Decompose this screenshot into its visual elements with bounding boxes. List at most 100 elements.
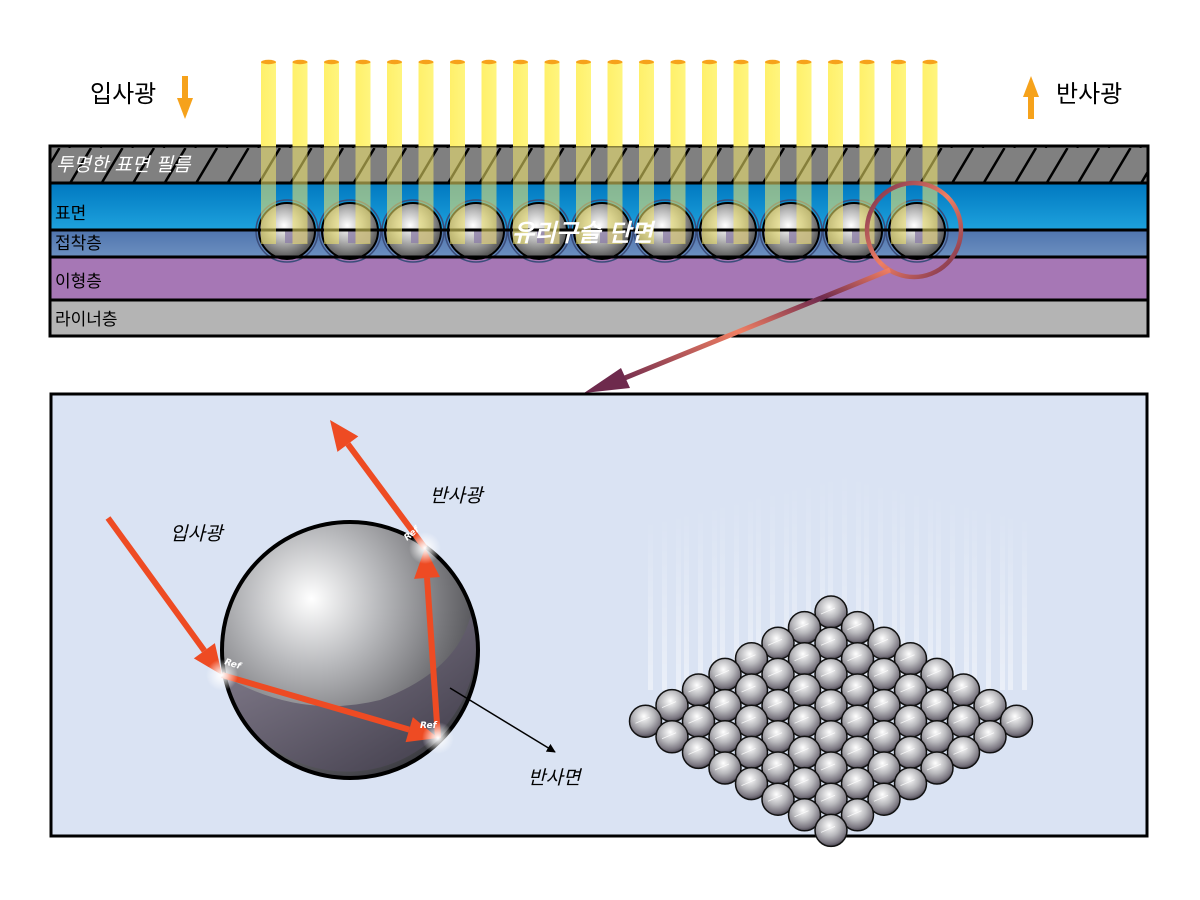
glow-streak xyxy=(964,500,969,690)
layer-label-release: 이형층 xyxy=(55,272,102,292)
glow-streak xyxy=(856,473,861,690)
glow-streak xyxy=(792,482,797,690)
array-bead xyxy=(920,751,954,785)
light-beam xyxy=(292,59,308,244)
glow-streak xyxy=(900,485,905,690)
array-bead xyxy=(734,766,769,801)
array-bead xyxy=(681,735,716,770)
incident-arrow-icon xyxy=(177,76,193,119)
light-beam xyxy=(765,59,780,244)
array-bead xyxy=(946,735,981,770)
glow-streak xyxy=(698,506,703,690)
layer-label-adhesive: 접착층 xyxy=(55,234,102,254)
array-bead xyxy=(867,782,901,816)
array-bead xyxy=(787,704,822,738)
array-bead xyxy=(999,704,1034,738)
light-beam xyxy=(576,59,591,244)
layer-label-surface: 표면 xyxy=(55,204,86,224)
glow-streak xyxy=(928,491,933,690)
array-bead xyxy=(655,720,689,754)
glow-streak xyxy=(936,494,941,690)
glow-streak xyxy=(684,509,689,690)
light-beam xyxy=(891,59,906,244)
light-beams xyxy=(261,59,938,244)
glow-streak xyxy=(892,482,897,690)
array-bead xyxy=(893,766,928,801)
light-beam xyxy=(261,59,276,244)
light-beam xyxy=(513,59,528,244)
layer-release xyxy=(50,257,1148,300)
glow-streak xyxy=(1008,512,1013,690)
array-bead xyxy=(708,688,742,723)
light-beam xyxy=(481,59,497,244)
reflected-ray xyxy=(330,420,428,550)
array-bead xyxy=(628,704,663,738)
array-bead xyxy=(761,782,795,816)
glow-streak xyxy=(950,497,955,690)
glass-bead-caption: 유리구슬 단면 xyxy=(512,219,656,247)
glow-streak xyxy=(648,518,653,690)
glow-streak xyxy=(662,515,667,690)
glow-streak xyxy=(972,503,977,690)
array-bead xyxy=(708,751,742,785)
layer-label-liner: 라이너층 xyxy=(55,310,118,330)
array-bead xyxy=(973,720,1007,754)
layer-film xyxy=(50,146,1148,183)
detail-panel xyxy=(49,392,1149,838)
light-beam xyxy=(418,59,434,244)
glow-streak xyxy=(734,497,739,690)
light-beam xyxy=(733,59,749,244)
array-bead xyxy=(787,798,822,832)
cross-section: 투명한 표면 필름 표면 접착층 이형층 라이너층 유리구슬 단면 xyxy=(48,59,1150,338)
light-beam xyxy=(324,59,339,244)
glow-streak xyxy=(986,506,991,690)
glow-streak xyxy=(806,479,811,690)
glow-streak xyxy=(720,500,725,690)
array-bead xyxy=(893,673,928,707)
glow-streak xyxy=(820,476,825,690)
glow-streak xyxy=(756,491,761,690)
light-beam xyxy=(387,59,402,244)
glow-streak xyxy=(828,473,833,690)
reflect-surface-label: 반사면 xyxy=(528,767,583,789)
glow-streak xyxy=(770,488,775,690)
glow-streak xyxy=(712,503,717,690)
zoom-pointer-arrow xyxy=(584,267,891,393)
light-beam xyxy=(544,59,560,244)
array-bead xyxy=(708,720,742,754)
array-bead xyxy=(814,813,848,848)
incident-light-label: 입사광 xyxy=(90,80,156,108)
reflection-flares xyxy=(206,532,454,754)
light-beam xyxy=(450,59,465,244)
light-beam xyxy=(607,59,623,244)
glow-streak xyxy=(914,488,919,690)
glow-streak xyxy=(878,479,883,690)
reflected-light-label: 반사광 xyxy=(1056,80,1122,108)
glow-streak xyxy=(842,470,847,690)
reflection-glow-streaks xyxy=(648,470,1027,690)
light-beam xyxy=(922,59,938,244)
detail-incident-label: 입사광 xyxy=(170,523,225,545)
light-beam xyxy=(670,59,686,244)
glow-streak xyxy=(1022,515,1027,690)
array-bead xyxy=(867,720,901,754)
glow-streak xyxy=(1000,509,1005,690)
glow-streak xyxy=(864,476,869,690)
glow-streak xyxy=(784,485,789,690)
array-bead xyxy=(840,798,875,832)
layer-label-film: 투명한 표면 필름 xyxy=(56,154,192,176)
reflected-arrow-icon xyxy=(1023,76,1039,119)
glow-streak xyxy=(676,512,681,690)
magnifier-ring xyxy=(864,180,964,280)
layer-liner xyxy=(50,300,1148,336)
light-beam xyxy=(859,59,875,244)
reflect-surface-pointer xyxy=(449,687,556,753)
ref-tag-2: Ref xyxy=(420,721,438,731)
light-beam xyxy=(702,59,717,244)
light-beam xyxy=(796,59,812,244)
light-beam xyxy=(639,59,654,244)
light-beam xyxy=(355,59,371,244)
detail-reflected-label: 반사광 xyxy=(430,485,485,507)
array-bead xyxy=(708,657,742,692)
